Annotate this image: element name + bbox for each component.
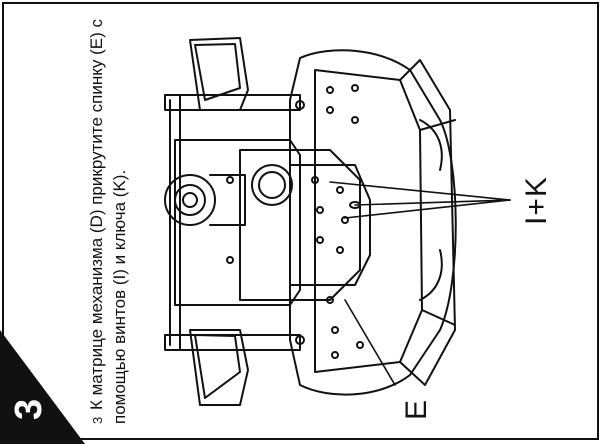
rail-bottom [164, 334, 301, 351]
label-backrest: E [400, 399, 433, 420]
chair-mechanism-drawing [164, 37, 511, 406]
instruction-text: 3 К матрице механизма (D) прикрутите спи… [86, 14, 131, 424]
rail-top [164, 94, 301, 111]
mechanism-plate [174, 139, 301, 306]
leader-line-screw-2 [344, 199, 511, 219]
leader-line-screw-1 [329, 181, 511, 201]
step-number-small: 3 [90, 416, 105, 424]
tilt-knob [251, 164, 293, 206]
backrest-panel [314, 69, 423, 373]
gas-cylinder [164, 174, 216, 226]
instruction-body: К матрице механизма (D) прикрутите спинк… [87, 19, 129, 424]
seat-bracket-top [189, 37, 249, 111]
backrest-shell [289, 49, 457, 396]
step-number: 3 [8, 398, 50, 420]
page-frame [2, 2, 599, 440]
label-screws-key: I+K [520, 176, 553, 225]
step-badge [0, 330, 85, 444]
leader-line-screw-3 [354, 199, 511, 206]
seat-bracket-bottom [189, 329, 249, 406]
mechanism-cover [239, 149, 361, 301]
leader-line-backrest [344, 299, 396, 386]
